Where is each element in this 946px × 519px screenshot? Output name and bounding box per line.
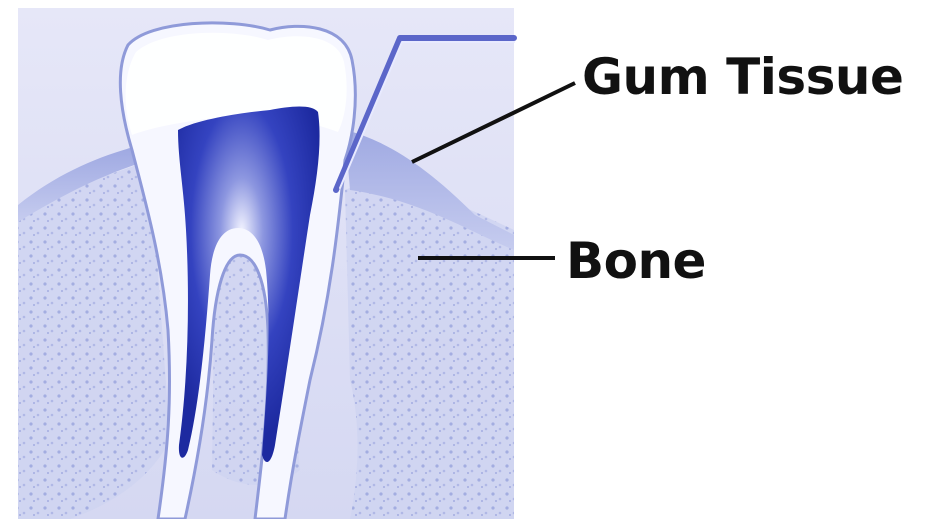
- bone-label: Bone: [566, 236, 706, 286]
- gum-tissue-label: Gum Tissue: [582, 52, 903, 102]
